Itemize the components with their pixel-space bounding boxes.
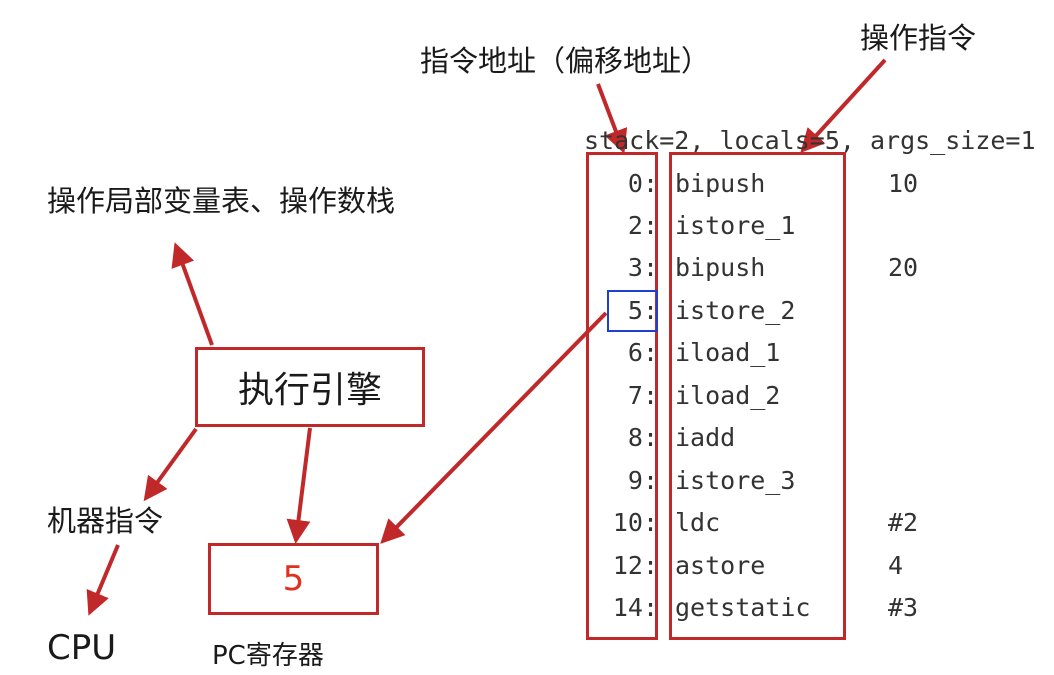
- address-cell: 0:: [627, 169, 658, 198]
- arrow-to-cpu: [86, 544, 120, 616]
- current-address-highlight: [607, 290, 658, 332]
- bytecode-header: stack=2, locals=5, args_size=1: [584, 126, 1036, 155]
- operation-instruction-label: 操作指令: [860, 21, 977, 55]
- address-cell: 3:: [627, 253, 658, 282]
- opcode-cell: iload_1: [675, 338, 781, 367]
- opcode-cell: bipush: [675, 169, 766, 198]
- operand-cell: #2: [888, 508, 919, 537]
- address-cell: 12:: [612, 551, 658, 580]
- pc-register-label: PC寄存器: [212, 641, 324, 671]
- operand-cell: 4: [888, 551, 904, 580]
- opcode-cell: getstatic: [675, 593, 811, 622]
- opcode-cell: istore_3: [675, 466, 796, 495]
- cpu-label: CPU: [47, 628, 117, 668]
- opcode-cell: bipush: [675, 253, 766, 282]
- address-cell: 9:: [627, 466, 658, 495]
- address-cell: 6:: [627, 338, 658, 367]
- opcode-cell: ldc: [675, 508, 721, 537]
- address-cell: 5:: [627, 296, 658, 325]
- address-column-box: [586, 152, 658, 640]
- operand-cell: #3: [888, 593, 919, 622]
- address-cell: 8:: [627, 423, 658, 452]
- operand-cell: 10: [888, 169, 919, 198]
- pc-register-box: 5: [208, 543, 379, 615]
- arrow-to-instruction-column: [800, 58, 887, 153]
- instruction-address-label: 指令地址（偏移地址）: [420, 44, 711, 78]
- arrow-to-machine-instruction: [143, 427, 198, 502]
- arrow-to-address-column: [596, 83, 628, 154]
- arrow-to-locals-and-stack: [171, 242, 214, 346]
- address-cell: 10:: [612, 508, 658, 537]
- opcode-cell: iload_2: [675, 381, 781, 410]
- execution-engine-label: 执行引擎: [237, 370, 382, 411]
- machine-instruction-label: 机器指令: [47, 504, 164, 538]
- opcode-cell: istore_1: [675, 211, 796, 240]
- opcode-cell: istore_2: [675, 296, 796, 325]
- operand-cell: 20: [888, 253, 919, 282]
- arrow-current-addr-to-pc: [380, 311, 608, 544]
- address-cell: 14:: [612, 593, 658, 622]
- opcode-cell: astore: [675, 551, 766, 580]
- locals-and-stack-label: 操作局部变量表、操作数栈: [47, 184, 396, 218]
- opcode-cell: iadd: [675, 423, 736, 452]
- arrow-to-pc-register: [286, 427, 312, 544]
- address-cell: 7:: [627, 381, 658, 410]
- pc-register-value: 5: [282, 559, 305, 599]
- address-cell: 2:: [627, 211, 658, 240]
- instruction-column-box: [669, 152, 846, 640]
- execution-engine-box: 执行引擎: [195, 347, 425, 427]
